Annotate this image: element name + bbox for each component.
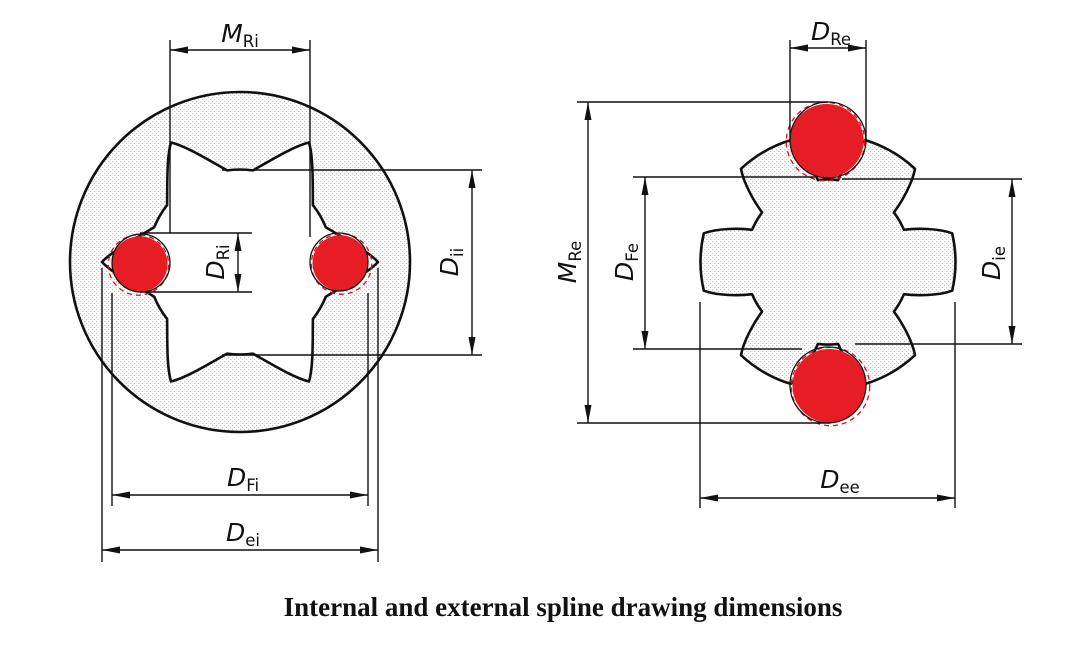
pin-outline <box>309 232 369 292</box>
arrowhead <box>848 44 866 52</box>
internal-spline-section <box>68 90 412 434</box>
arrowhead <box>234 274 242 292</box>
dimension-lines <box>101 40 1022 562</box>
label-MRe: MRe <box>553 241 585 283</box>
arrowhead <box>1008 326 1016 344</box>
label-Dee: Dee <box>820 465 860 497</box>
pin-theoretical-dashed-circle <box>310 233 373 295</box>
external-spline-section <box>699 138 957 386</box>
arrowhead <box>1008 179 1016 197</box>
dimension-labels: MRi DRi Dii DFi Dei DRe MRe DFe Die Dee <box>201 17 1009 550</box>
figure-caption: Internal and external spline drawing dim… <box>283 592 843 622</box>
label-DRi: DRi <box>201 244 233 279</box>
arrowhead <box>790 44 808 52</box>
label-Dei: Dei <box>226 518 260 550</box>
label-DFi: DFi <box>227 463 259 495</box>
pin-ball <box>312 235 369 291</box>
label-DRe: DRe <box>811 17 851 49</box>
external-spline-figure <box>699 138 957 386</box>
arrowhead <box>170 46 188 54</box>
internal-spline-figure <box>68 90 412 434</box>
arrowhead <box>360 546 378 554</box>
arrowhead <box>584 102 592 120</box>
arrowhead <box>700 494 718 502</box>
arrowhead <box>641 331 649 349</box>
arrowhead <box>234 233 242 251</box>
pin-ball <box>792 348 867 423</box>
label-Die: Die <box>977 246 1009 280</box>
arrowhead <box>468 170 476 188</box>
arrowhead <box>112 491 130 499</box>
pin-ball <box>111 236 168 292</box>
label-DFe: DFe <box>610 243 642 281</box>
arrowhead <box>350 491 368 499</box>
arrowhead <box>584 405 592 423</box>
arrowhead <box>102 546 120 554</box>
pin-theoretical-dashed-circle <box>107 234 170 296</box>
arrowhead <box>641 177 649 195</box>
label-MRi: MRi <box>221 19 259 51</box>
label-Dii: Dii <box>435 248 467 276</box>
arrowhead <box>468 337 476 355</box>
measuring-pins <box>107 101 871 427</box>
pin-ball <box>789 103 864 178</box>
arrowhead <box>937 494 955 502</box>
arrowhead <box>292 46 310 54</box>
